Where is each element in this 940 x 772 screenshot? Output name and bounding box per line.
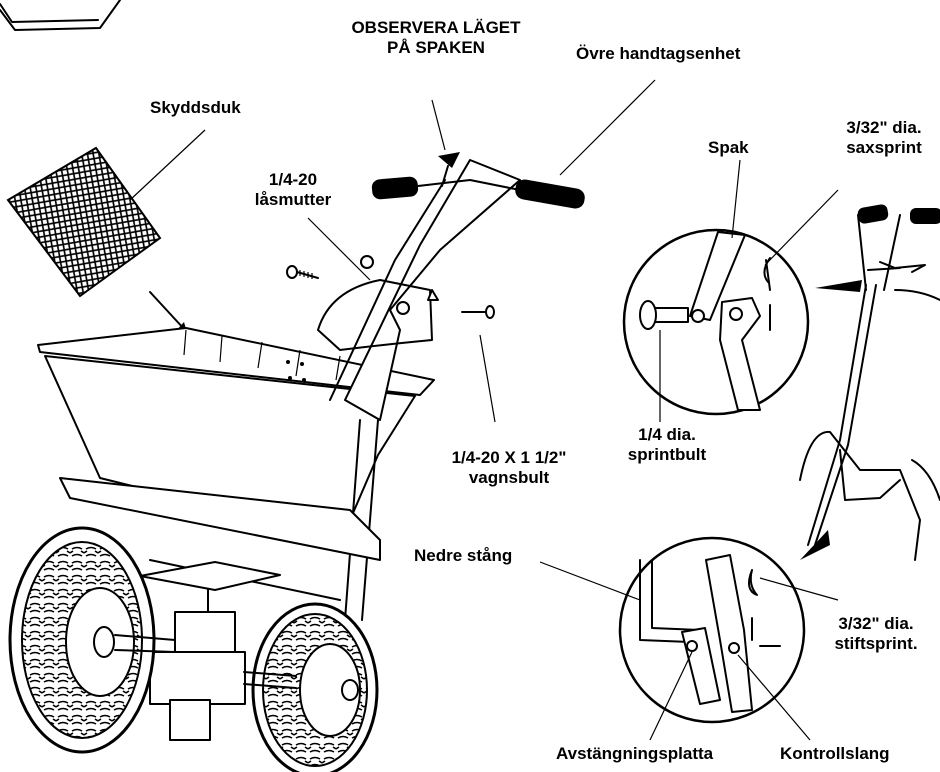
observe-line-2: PÅ SPAKEN <box>387 38 485 57</box>
pin-bolt-line-1: 1/4 dia. <box>638 425 696 444</box>
locknut-line-1: 1/4-20 <box>268 170 318 189</box>
cloth-arrow <box>149 291 186 331</box>
left-wheel <box>8 526 176 754</box>
pin-bolt-label: 1/4 dia. sprintbult <box>612 425 722 465</box>
spreader-side-view <box>799 204 940 561</box>
upper-handle-label: Övre handtagsenhet <box>576 44 741 63</box>
partial-box-corner <box>0 0 121 31</box>
carriage-bolt-line-1: 1/4-20 X 1 1/2" <box>451 448 567 467</box>
carriage-bolt-line-2: vagnsbult <box>468 468 550 487</box>
locknut-label: 1/4-20 låsmutter <box>238 170 348 210</box>
locknut-line-2: låsmutter <box>254 190 332 209</box>
pin-bolt-line-2: sprintbult <box>627 445 707 464</box>
lever-label: Spak <box>708 138 749 157</box>
leader-lines <box>129 79 839 741</box>
clip-pin-line-2: stiftsprint. <box>834 634 918 653</box>
spinner-gearbox <box>139 561 281 741</box>
handle-grips <box>371 152 585 209</box>
right-wheel <box>243 602 379 772</box>
lower-detail-circle <box>618 536 806 724</box>
clip-pin-line-1: 3/32" dia. <box>838 614 914 633</box>
handle-frame <box>59 159 521 621</box>
protective-cloth-label: Skyddsduk <box>150 98 241 117</box>
cotter-pin-top-label: 3/32" dia. saxsprint <box>828 118 940 158</box>
shutoff-plate-label: Avstängningsplatta <box>556 744 714 763</box>
observe-lever-position-label: OBSERVERA LÄGET PÅ SPAKEN <box>306 18 566 58</box>
lower-rod-label: Nedre stång <box>414 546 513 565</box>
carriage-bolt-label: 1/4-20 X 1 1/2" vagnsbult <box>424 448 594 488</box>
cotter-top-line-1: 3/32" dia. <box>846 118 922 137</box>
bolts <box>286 265 495 319</box>
clip-pin-label: 3/32" dia. stiftsprint. <box>812 614 940 654</box>
observe-line-1: OBSERVERA LÄGET <box>351 18 521 37</box>
protective-cloth-mesh <box>6 146 162 298</box>
cotter-top-line-2: saxsprint <box>846 138 922 157</box>
control-hose-label: Kontrollslang <box>780 744 890 763</box>
upper-detail-circle <box>622 228 810 416</box>
